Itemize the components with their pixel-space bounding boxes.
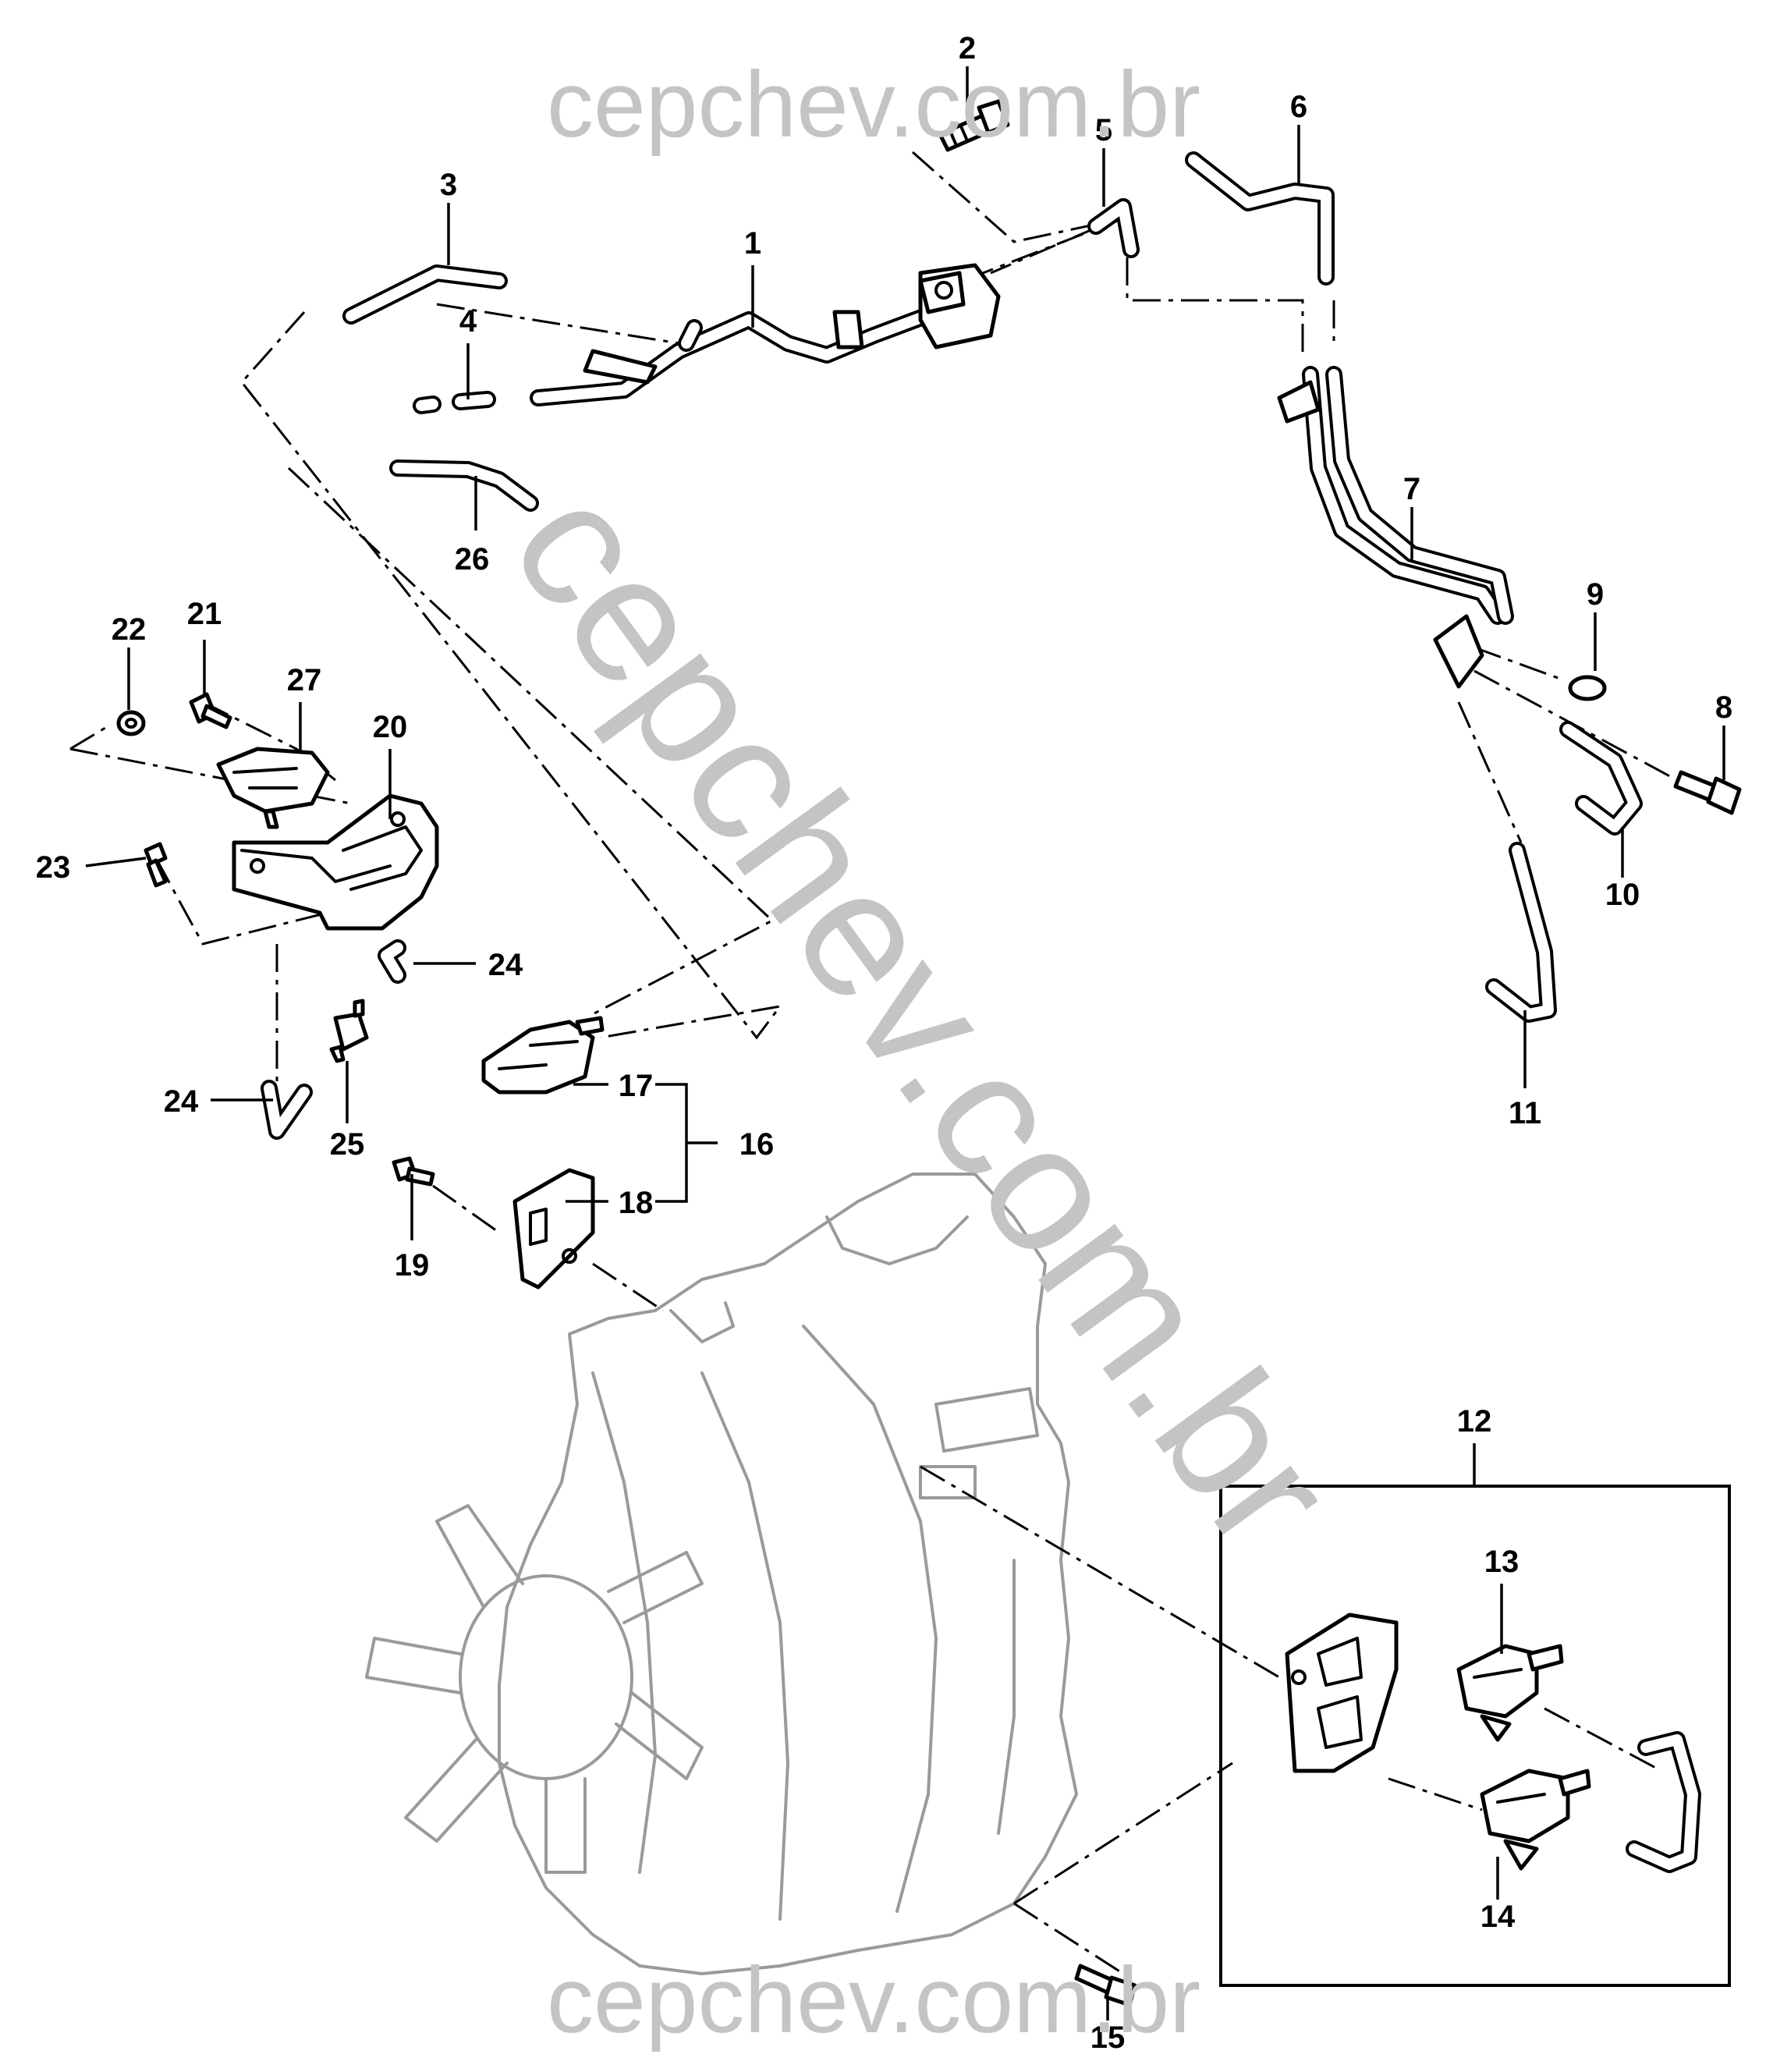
callout-9: 9 <box>1587 577 1604 612</box>
callout-11: 11 <box>1509 1096 1541 1130</box>
watermark-top: cepchev.com.br <box>547 52 1200 157</box>
part-11-hose <box>1485 842 1557 1023</box>
part-22-nut <box>116 710 146 736</box>
callout-20: 20 <box>373 710 408 744</box>
callout-2: 2 <box>959 31 976 66</box>
part-1-tube-assembly <box>530 263 1001 406</box>
watermark-bottom: cepchev.com.br <box>547 1948 1200 2052</box>
part-10-u-hose <box>1559 721 1643 836</box>
callout-17: 17 <box>619 1069 654 1103</box>
assembly-lines <box>69 151 1678 1975</box>
part-6-hose <box>1185 151 1335 286</box>
part-12-hose <box>1626 1731 1701 1873</box>
part-20-bracket <box>232 793 439 931</box>
callout-15: 15 <box>1090 2021 1126 2055</box>
part-2-bolt <box>938 99 1010 152</box>
part-18-bracket <box>512 1168 595 1290</box>
callout-21: 21 <box>187 597 222 631</box>
watermark-diagonal: cepchev.com.br <box>474 451 1373 1583</box>
part-23-bolt <box>144 842 168 888</box>
callout-24-upper: 24 <box>488 948 523 982</box>
part-12-bracket <box>1285 1613 1399 1773</box>
callout-4: 4 <box>459 304 477 339</box>
engine-outline <box>365 1173 1078 1975</box>
callout-labels: 1 2 3 4 5 6 7 8 9 10 11 12 13 14 15 16 1… <box>36 31 1732 2055</box>
callout-26: 26 <box>455 542 490 577</box>
part-24-hose-lower <box>261 1080 313 1140</box>
callout-25: 25 <box>330 1127 365 1162</box>
callout-16: 16 <box>739 1127 775 1162</box>
callout-14: 14 <box>1481 1900 1516 1934</box>
part-5-elbow-hose <box>1087 198 1140 258</box>
callout-23: 23 <box>36 850 71 885</box>
callout-27: 27 <box>287 663 322 697</box>
callout-19: 19 <box>395 1248 430 1283</box>
callout-7: 7 <box>1403 472 1420 506</box>
part-19-bolt <box>392 1156 435 1187</box>
callout-5: 5 <box>1095 113 1112 147</box>
callout-6: 6 <box>1290 90 1307 124</box>
part-15-bolt <box>1074 1964 1137 2007</box>
watermark: cepchev.com.br cepchev.com.br cepchev.co… <box>474 52 1373 2052</box>
part-9-cap <box>1568 675 1607 701</box>
callout-18: 18 <box>619 1186 654 1220</box>
part-8-bolt <box>1673 770 1742 815</box>
leader-lines <box>85 66 1725 2021</box>
callout-3: 3 <box>440 168 457 202</box>
callout-22: 22 <box>112 612 147 647</box>
part-13-solenoid <box>1456 1644 1564 1742</box>
part-3-hose <box>342 264 508 325</box>
part-21-bolt <box>189 692 232 729</box>
callout-24-lower: 24 <box>164 1084 199 1119</box>
part-4-hose <box>413 391 496 414</box>
part-7-double-tube <box>1277 366 1514 689</box>
part-27-sensor <box>216 747 330 829</box>
part-26-hose <box>389 459 539 512</box>
part-24-hose-upper <box>378 939 406 984</box>
part-25-valve <box>329 999 369 1063</box>
callout-1: 1 <box>744 226 761 261</box>
callout-13: 13 <box>1484 1545 1520 1579</box>
callout-10: 10 <box>1605 878 1640 912</box>
callout-8: 8 <box>1715 690 1732 725</box>
callout-12: 12 <box>1457 1404 1492 1439</box>
part-14-solenoid <box>1480 1769 1591 1871</box>
part-17-solenoid-valve <box>481 1016 605 1095</box>
